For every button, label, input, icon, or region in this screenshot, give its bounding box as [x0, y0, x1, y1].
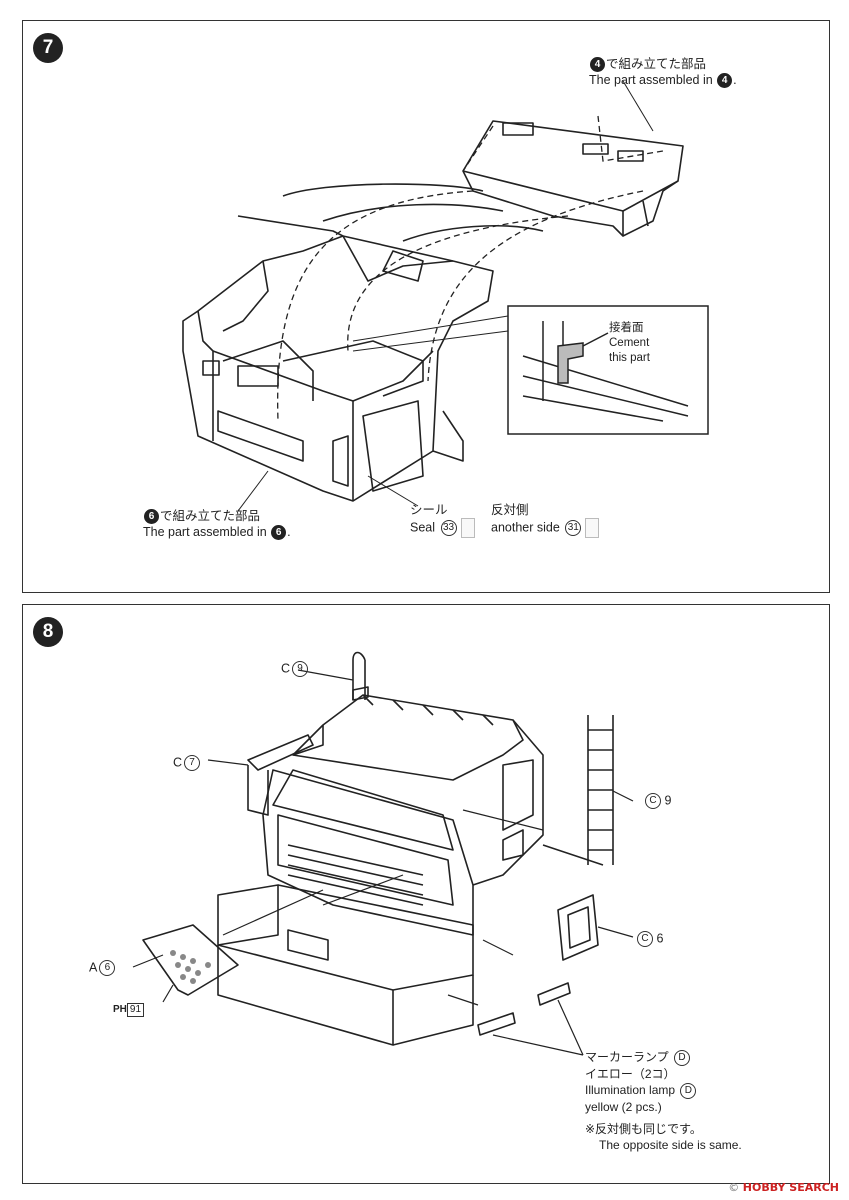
step-8-panel: 8	[22, 604, 830, 1184]
ref-step-4-icon: 4	[717, 73, 733, 89]
truck-cab-illustration	[132, 651, 634, 1056]
seal-label-jp: シール	[410, 503, 448, 517]
marker-lamp-jp: マーカーランプ	[585, 1050, 669, 1064]
ref-step-4-icon: 4	[590, 57, 605, 73]
watermark-prefix: ©	[728, 1181, 743, 1194]
ref-step-6-icon: 6	[271, 525, 287, 541]
part-c6-label: C 6	[635, 931, 663, 947]
other-side-label-en: another side	[491, 520, 560, 535]
bottom-part-label-en: The part assembled in 6.	[143, 525, 291, 541]
part-number: 9	[664, 793, 672, 808]
part-c9-right-label: C 9	[643, 793, 671, 809]
marker-lamp-en: Illumination lamp	[585, 1082, 676, 1097]
opposite-note-jp: ※反対側も同じです。	[585, 1121, 702, 1136]
marker-lamp-jp-ref: D	[674, 1049, 690, 1066]
cement-label: 接着面 Cement this part	[609, 321, 650, 366]
marker-lamp-en-ref: D	[680, 1082, 697, 1099]
top-part-label-en-text: The part assembled in	[589, 73, 713, 87]
part-number: 9	[292, 661, 309, 677]
marker-lamp-label: マーカーランプ D イエロー（2コ） Illumination lamp D y…	[585, 1049, 742, 1153]
seal-decal-icon	[460, 518, 475, 538]
part-prefix: PH	[113, 1004, 127, 1015]
marker-lamp-en-2: yellow (2 pcs.)	[585, 1099, 662, 1114]
part-letter: C	[281, 661, 291, 676]
seal-number: 33	[440, 520, 457, 536]
step-number-8: 8	[33, 617, 63, 647]
ref-step-6-icon: 6	[144, 509, 159, 525]
other-side-decal-icon	[585, 518, 600, 538]
part-letter: A	[89, 960, 98, 975]
part-number: 91	[126, 1003, 145, 1017]
seal-label: シール Seal 33	[410, 503, 475, 538]
top-part-label-en: The part assembled in 4.	[589, 73, 737, 89]
part-letter: C	[645, 793, 661, 809]
bottom-part-label-en-text: The part assembled in	[143, 525, 267, 539]
other-side-label: 反対側 another side 31	[491, 503, 600, 538]
part-number: 6	[99, 960, 116, 976]
cement-label-jp: 接着面	[609, 322, 644, 334]
step-7-panel: 7	[22, 20, 830, 593]
part-number: 6	[656, 931, 664, 946]
cement-label-en-1: Cement	[609, 337, 650, 349]
part-letter: C	[637, 931, 653, 947]
bottom-part-label-jp-text: で組み立てた部品	[160, 509, 261, 523]
step-number-7: 7	[33, 33, 63, 63]
opposite-note-en: The opposite side is same.	[599, 1137, 742, 1152]
cab-interior-illustration	[182, 80, 709, 512]
seal-label-en: Seal	[410, 520, 436, 535]
part-number: 7	[184, 755, 201, 771]
watermark: © HOBBY SEARCH	[728, 1181, 839, 1194]
part-letter: C	[173, 755, 183, 770]
cement-label-en-2: this part	[609, 352, 650, 364]
watermark-brand: HOBBY SEARCH	[742, 1181, 839, 1194]
other-side-number: 31	[565, 520, 582, 536]
other-side-label-jp: 反対側	[491, 503, 529, 517]
marker-lamp-jp-2: イエロー（2コ）	[585, 1066, 676, 1081]
top-part-label-jp-text: で組み立てた部品	[606, 57, 707, 71]
